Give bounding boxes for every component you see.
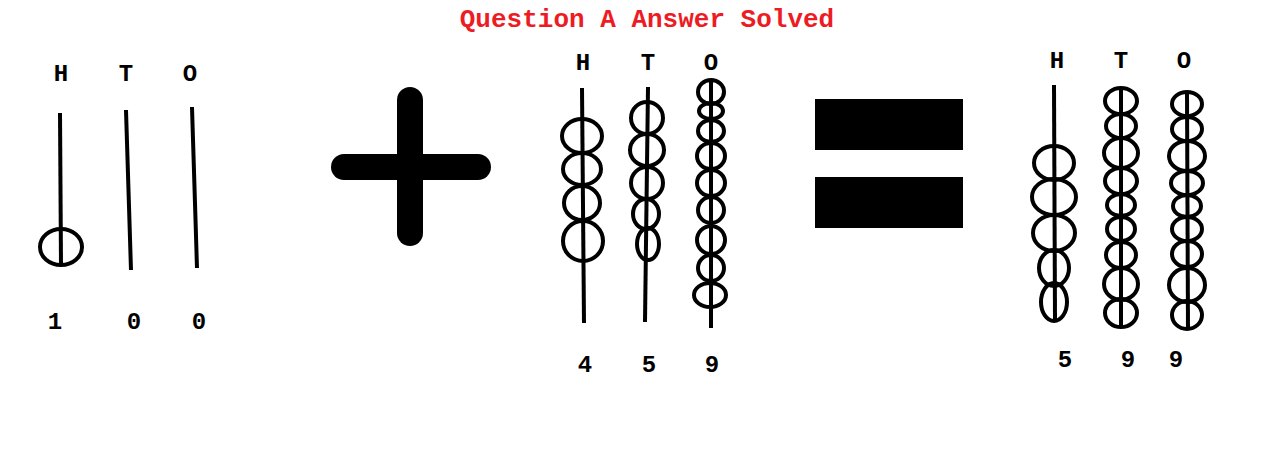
bead [1104,138,1138,168]
bead [697,226,725,254]
diagram-title: Question A Answer Solved [460,7,834,33]
place-header: T [1114,50,1128,74]
rod [1119,88,1123,326]
place-header: H [54,63,68,87]
place-header: T [119,63,133,87]
digit-value: 1 [48,311,62,335]
bead [1107,194,1135,216]
place-header: H [1050,50,1064,74]
bead [630,134,664,166]
equals-bar [815,177,963,228]
bead [1106,114,1136,138]
place-header: O [183,63,197,87]
rod [645,87,648,322]
place-header: T [641,52,655,76]
place-header: O [1177,50,1191,74]
bead [1172,217,1202,241]
bead [1172,92,1202,116]
digit-value: 5 [1058,349,1072,373]
bead [1173,195,1201,217]
rod [1187,92,1188,330]
bead [633,199,659,229]
digit-value: 9 [1169,349,1183,373]
rod [60,113,61,265]
bead [40,229,82,265]
place-header: O [704,52,718,76]
bead [1032,179,1076,215]
equals-bar [815,99,963,150]
digit-value: 9 [1121,349,1135,373]
bead [698,120,724,142]
digit-value: 5 [642,354,656,378]
bead [1041,283,1067,321]
bead [1106,242,1136,268]
equals-sign [815,99,963,228]
bead [1033,215,1075,251]
rod [126,110,131,270]
place-header: H [576,52,590,76]
bead [1039,250,1069,286]
bead [698,255,724,281]
bead [1172,241,1202,267]
bead [1034,146,1074,180]
bead [694,283,726,307]
digit-value: 0 [127,311,141,335]
bead [1171,171,1203,195]
bead [697,170,725,196]
digit-value: 9 [705,354,719,378]
bead [697,143,725,169]
bead [698,80,724,104]
bead [698,197,724,223]
bead [631,167,663,199]
bead [1172,301,1202,329]
plus-sign [344,100,478,233]
plus-bar [397,100,423,233]
bead [699,103,723,119]
digit-value: 0 [192,311,206,335]
bead [1104,268,1138,300]
bead [1169,268,1205,302]
bead [563,153,601,185]
bead [631,102,663,134]
bead [637,228,659,260]
bead [563,221,603,261]
bead [1169,141,1205,171]
abacus-three [1032,85,1205,330]
bead [1172,117,1202,141]
abacus-one [40,107,197,270]
rod [192,107,197,268]
abacus-two [562,80,726,328]
bead [1105,168,1137,194]
bead [1105,299,1137,327]
bead [1107,217,1135,241]
bead [562,119,602,153]
bead [564,186,600,220]
digit-value: 4 [578,354,592,378]
bead [1105,88,1137,114]
rod [582,88,584,323]
